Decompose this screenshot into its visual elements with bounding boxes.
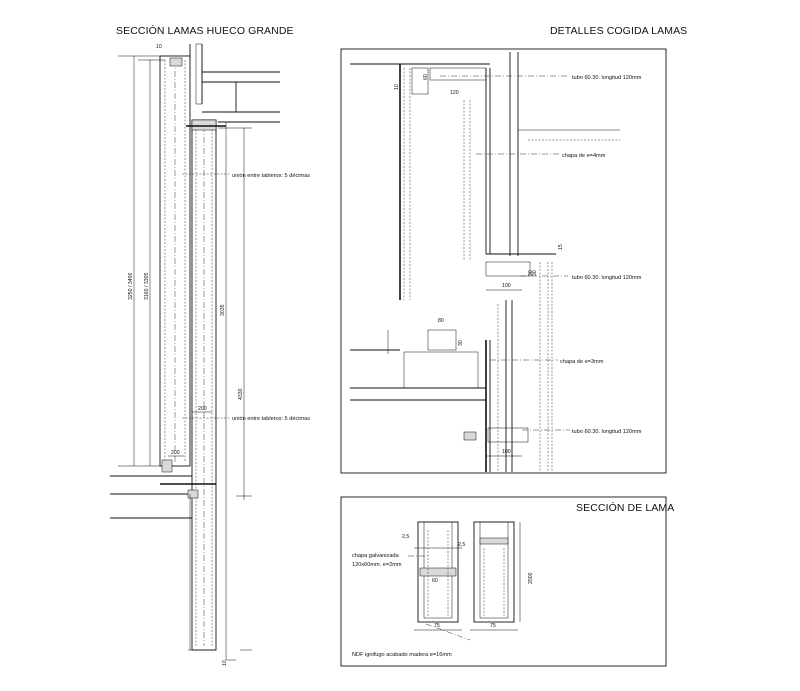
dim-3160: 3160 / 3305 bbox=[144, 272, 150, 300]
dim-30c: 30 bbox=[458, 340, 464, 346]
annotation-chapa-4: chapa de e=4mm bbox=[562, 153, 606, 159]
title-lama-section: SECCIÓN DE LAMA bbox=[576, 501, 674, 514]
dim-3035: 3035 bbox=[220, 304, 226, 316]
dim-30b: 30 bbox=[532, 270, 538, 276]
dim-200b: 200 bbox=[171, 450, 180, 456]
dim-30: 30 bbox=[528, 270, 534, 276]
annotation-union-top: unión entre tableros: 5 décimas bbox=[232, 173, 310, 179]
annotation-tubo-2: tubo 60.30. longitud 120mm bbox=[572, 275, 642, 281]
title-section-large: SECCIÓN LAMAS HUECO GRANDE bbox=[116, 24, 294, 37]
title-details: DETALLES COGIDA LAMAS bbox=[550, 25, 687, 37]
dim-60: 60 bbox=[423, 74, 429, 80]
dim-2-5-b: 2,5 bbox=[458, 542, 465, 548]
dim-60b: 60 bbox=[432, 578, 438, 584]
annotation-tubo-3: tubo 60.30. longitud 120mm bbox=[572, 429, 642, 435]
dim-80: 80 bbox=[438, 318, 444, 324]
details-frame bbox=[340, 48, 667, 474]
dim-10-top: 10 bbox=[156, 44, 162, 50]
dim-75-b: 75 bbox=[490, 623, 496, 629]
dim-2000: 2000 bbox=[528, 572, 534, 584]
lama-section-drawing bbox=[408, 521, 521, 641]
annotation-tubo-1: tubo 60.30. longitud 120mm bbox=[572, 75, 642, 81]
annotation-ndf: NDF ignifugo acabado madera e=16mm bbox=[352, 652, 452, 658]
section-lamas-drawing bbox=[110, 43, 280, 661]
annotation-chapa-galv-2: 120x60mm. e=2mm bbox=[352, 562, 402, 568]
dim-4330: 4330 bbox=[238, 388, 244, 400]
annotation-chapa-galv-1: chapa galvanizada bbox=[352, 553, 400, 559]
dim-100b: 100 bbox=[502, 449, 511, 455]
dim-10-bottom: 10 bbox=[222, 660, 228, 666]
dim-15: 15 bbox=[558, 244, 564, 250]
annotation-union-bottom: unión entre tableros: 5 décimas bbox=[232, 416, 310, 422]
dim-120: 120 bbox=[450, 90, 459, 96]
lama-section-frame bbox=[340, 496, 667, 667]
details-drawing bbox=[350, 52, 620, 472]
dim-200: 200 bbox=[198, 406, 207, 412]
dim-100: 100 bbox=[502, 283, 511, 289]
annotation-chapa-3: chapa de e=3mm bbox=[560, 359, 604, 365]
dim-75-a: 75 bbox=[434, 623, 440, 629]
dim-10-detail: 10 bbox=[394, 84, 400, 90]
dim-2-5-a: 2,5 bbox=[402, 534, 409, 540]
dim-3250: 3250 / 3400 bbox=[128, 272, 134, 300]
